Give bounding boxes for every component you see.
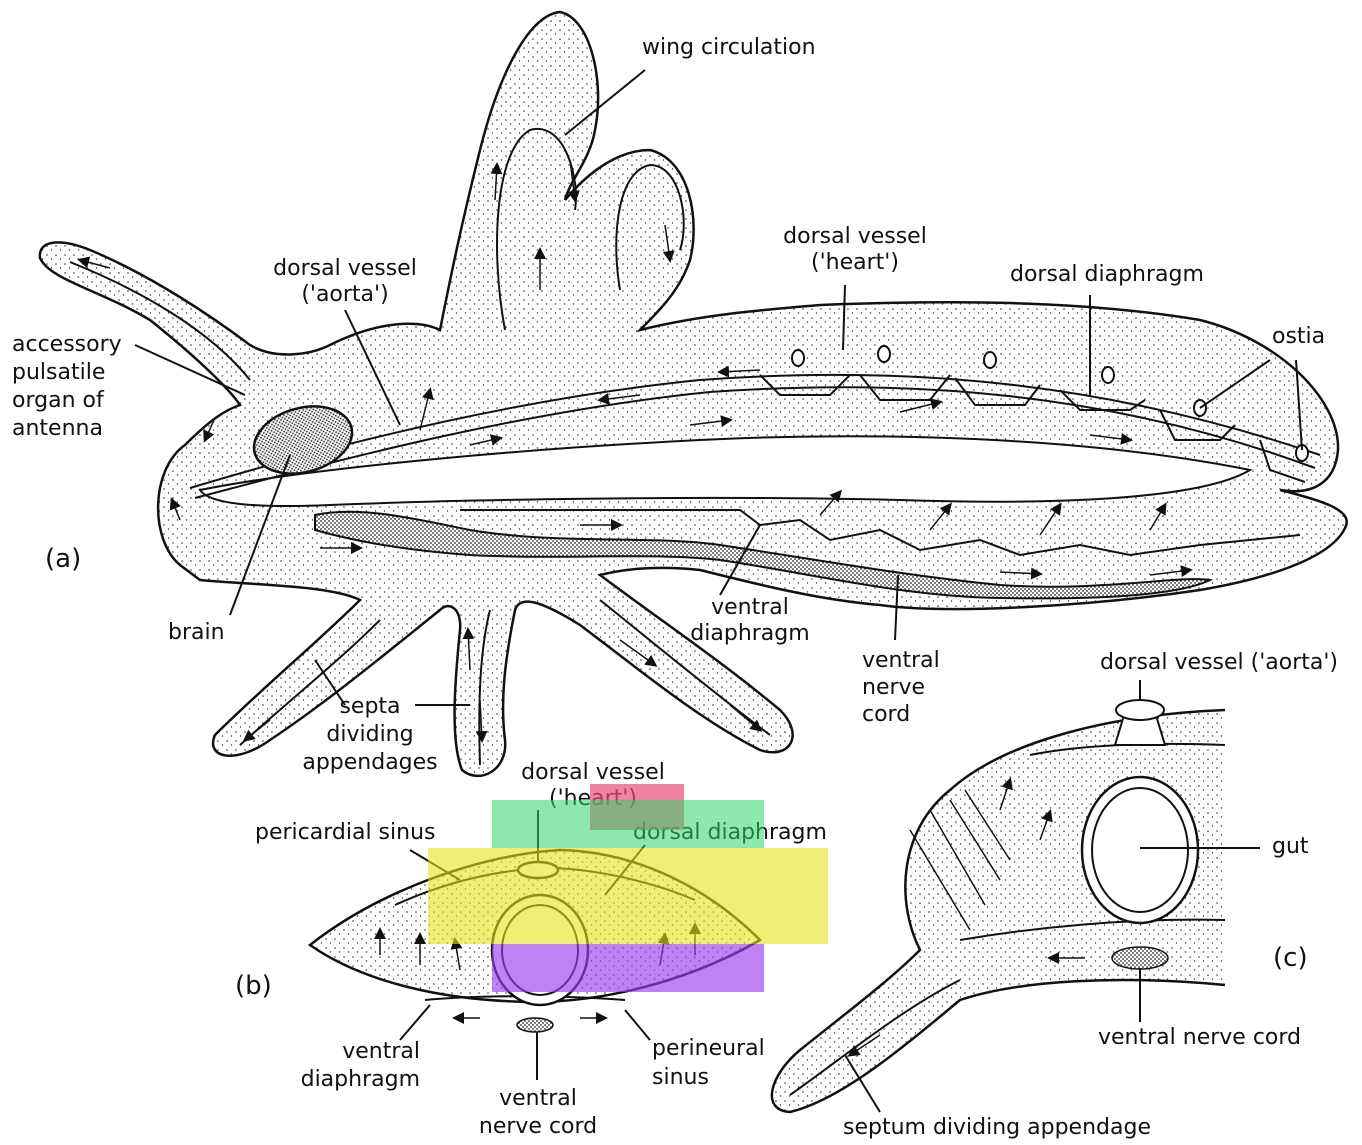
label-septa-line3: appendages <box>300 749 440 777</box>
label-ventral-nerve-cord-a-line3: cord <box>862 701 940 728</box>
label-dorsal-vessel-aorta-a-line2: ('aorta') <box>250 282 440 308</box>
label-septa-line2: dividing <box>300 721 440 749</box>
label-ventral-nerve-cord-c: ventral nerve cord <box>1098 1025 1301 1051</box>
label-septum-dividing-appendage: septum dividing appendage <box>843 1115 1151 1141</box>
label-dorsal-diaphragm-a: dorsal diaphragm <box>1010 262 1204 288</box>
label-accessory-pulsatile-organ: accessory pulsatile organ of antenna <box>12 331 122 443</box>
label-septa-dividing-appendages: septa dividing appendages <box>300 693 440 777</box>
label-accessory-line3: organ of <box>12 387 122 415</box>
label-ventral-diaphragm-a: ventral diaphragm <box>665 595 835 647</box>
label-wing-circulation: wing circulation <box>642 35 816 61</box>
label-dorsal-vessel-aorta-a: dorsal vessel ('aorta') <box>250 256 440 308</box>
label-dorsal-vessel-heart-a-line1: dorsal vessel <box>760 224 950 250</box>
label-accessory-line1: accessory <box>12 331 122 359</box>
label-ventral-diaphragm-a-line2: diaphragm <box>665 621 835 647</box>
panel-label-b: (b) <box>235 973 272 999</box>
label-ventral-nerve-cord-b-line2: nerve cord <box>458 1113 618 1141</box>
label-ventral-nerve-cord-a: ventral nerve cord <box>862 647 940 728</box>
label-ventral-diaphragm-b-line2: diaphragm <box>270 1066 420 1094</box>
label-dorsal-vessel-aorta-c: dorsal vessel ('aorta') <box>1100 650 1338 676</box>
label-pericardial-sinus: pericardial sinus <box>255 820 435 846</box>
label-perineural-sinus: perineural sinus <box>652 1034 765 1092</box>
label-ventral-nerve-cord-a-line1: ventral <box>862 647 940 674</box>
label-accessory-line4: antenna <box>12 415 122 443</box>
label-ventral-diaphragm-b-line1: ventral <box>270 1038 420 1066</box>
label-ventral-diaphragm-b: ventral diaphragm <box>270 1038 420 1094</box>
label-brain: brain <box>168 620 225 646</box>
label-accessory-line2: pulsatile <box>12 359 122 387</box>
highlight-yellow <box>428 848 828 944</box>
label-septa-line1: septa <box>300 693 440 721</box>
label-dorsal-vessel-heart-b-line1: dorsal vessel <box>495 760 691 786</box>
highlight-green <box>492 800 764 848</box>
panel-label-c: (c) <box>1273 945 1308 971</box>
label-dorsal-vessel-heart-a: dorsal vessel ('heart') <box>760 224 950 276</box>
label-perineural-sinus-line2: sinus <box>652 1063 765 1092</box>
label-ventral-nerve-cord-b: ventral nerve cord <box>458 1085 618 1141</box>
label-ostia: ostia <box>1272 324 1325 350</box>
label-ventral-nerve-cord-a-line2: nerve <box>862 674 940 701</box>
highlight-purple <box>492 944 764 992</box>
panel-label-a: (a) <box>45 546 81 572</box>
label-perineural-sinus-line1: perineural <box>652 1034 765 1063</box>
label-ventral-nerve-cord-b-line1: ventral <box>458 1085 618 1113</box>
label-dorsal-vessel-aorta-a-line1: dorsal vessel <box>250 256 440 282</box>
label-gut: gut <box>1272 834 1309 860</box>
label-dorsal-vessel-heart-a-line2: ('heart') <box>760 250 950 276</box>
label-ventral-diaphragm-a-line1: ventral <box>665 595 835 621</box>
